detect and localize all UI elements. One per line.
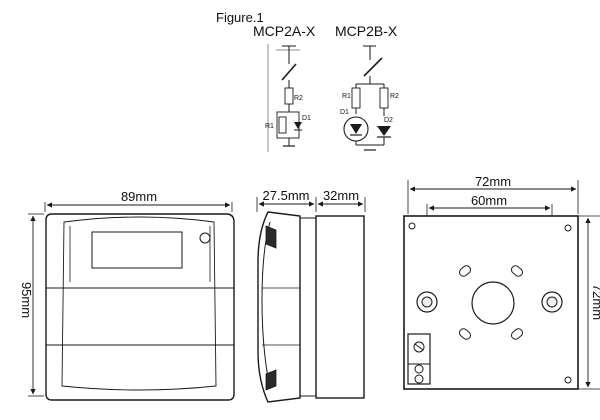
figure-title: Figure.1 bbox=[216, 10, 264, 25]
side-front-cover bbox=[257, 211, 301, 403]
side-clip-top bbox=[265, 225, 277, 249]
corner-screw-icon bbox=[408, 222, 416, 230]
label-d2: D2 bbox=[384, 117, 393, 124]
label-d1: D1 bbox=[302, 115, 311, 122]
back-width-label: 72mm bbox=[475, 174, 511, 189]
front-height-label: 95mm bbox=[19, 282, 34, 318]
terminal-screw-slot bbox=[414, 343, 424, 351]
mounting-hole-right-inner bbox=[546, 296, 558, 308]
terminal-block bbox=[407, 333, 431, 385]
side-body bbox=[315, 215, 365, 399]
mounting-hole-left-inner bbox=[421, 296, 433, 308]
lcd-display-window bbox=[91, 231, 183, 269]
mcp2a-title: MCP2A-X bbox=[253, 23, 316, 39]
side-back-depth-label: 32mm bbox=[323, 188, 359, 203]
label-r2: R2 bbox=[390, 93, 399, 100]
slot-bottom-right bbox=[510, 328, 524, 340]
side-front-depth-label: 27.5mm bbox=[263, 188, 310, 203]
resistor-r1 bbox=[278, 116, 287, 134]
front-width-label: 89mm bbox=[121, 189, 157, 204]
label-r1: R1 bbox=[265, 123, 274, 130]
led-d1-icon bbox=[350, 124, 362, 134]
resistor-r1 bbox=[351, 87, 361, 109]
back-hole-spacing-label: 60mm bbox=[471, 193, 507, 208]
resistor-r2 bbox=[379, 87, 389, 109]
switch-symbol bbox=[363, 57, 383, 77]
led-d2-icon bbox=[377, 126, 391, 136]
slot-bottom-left bbox=[458, 328, 472, 340]
back-height-label: 72mm bbox=[590, 284, 600, 320]
corner-screw-icon bbox=[564, 376, 572, 384]
resistor-r2 bbox=[284, 87, 294, 105]
center-cable-hole bbox=[471, 281, 515, 325]
wiring-diagram-mcp2b: MCP2B-X R1 R2 D1 D2 bbox=[335, 23, 399, 151]
slot-top-left bbox=[458, 265, 472, 277]
label-d1: D1 bbox=[340, 109, 349, 116]
terminal-screw-icon bbox=[414, 374, 424, 384]
terminal-screw-icon bbox=[414, 364, 424, 374]
corner-screw-icon bbox=[564, 224, 572, 232]
side-clip-bottom bbox=[265, 369, 277, 391]
label-r1: R1 bbox=[342, 93, 351, 100]
wiring-diagram-mcp2a: MCP2A-X R2 R1 D1 bbox=[253, 23, 316, 152]
switch-symbol bbox=[281, 63, 297, 81]
label-r2: R2 bbox=[294, 95, 303, 102]
led-d1-icon bbox=[294, 122, 302, 129]
indicator-led-icon bbox=[199, 232, 211, 244]
slot-top-right bbox=[510, 265, 524, 277]
side-view: 27.5mm 32mm bbox=[256, 188, 366, 403]
mcp2b-title: MCP2B-X bbox=[335, 23, 398, 39]
front-panel-outline bbox=[61, 216, 217, 391]
front-view: 89mm 95mm bbox=[19, 189, 235, 401]
back-view: 72mm 60mm 72mm bbox=[403, 174, 600, 390]
